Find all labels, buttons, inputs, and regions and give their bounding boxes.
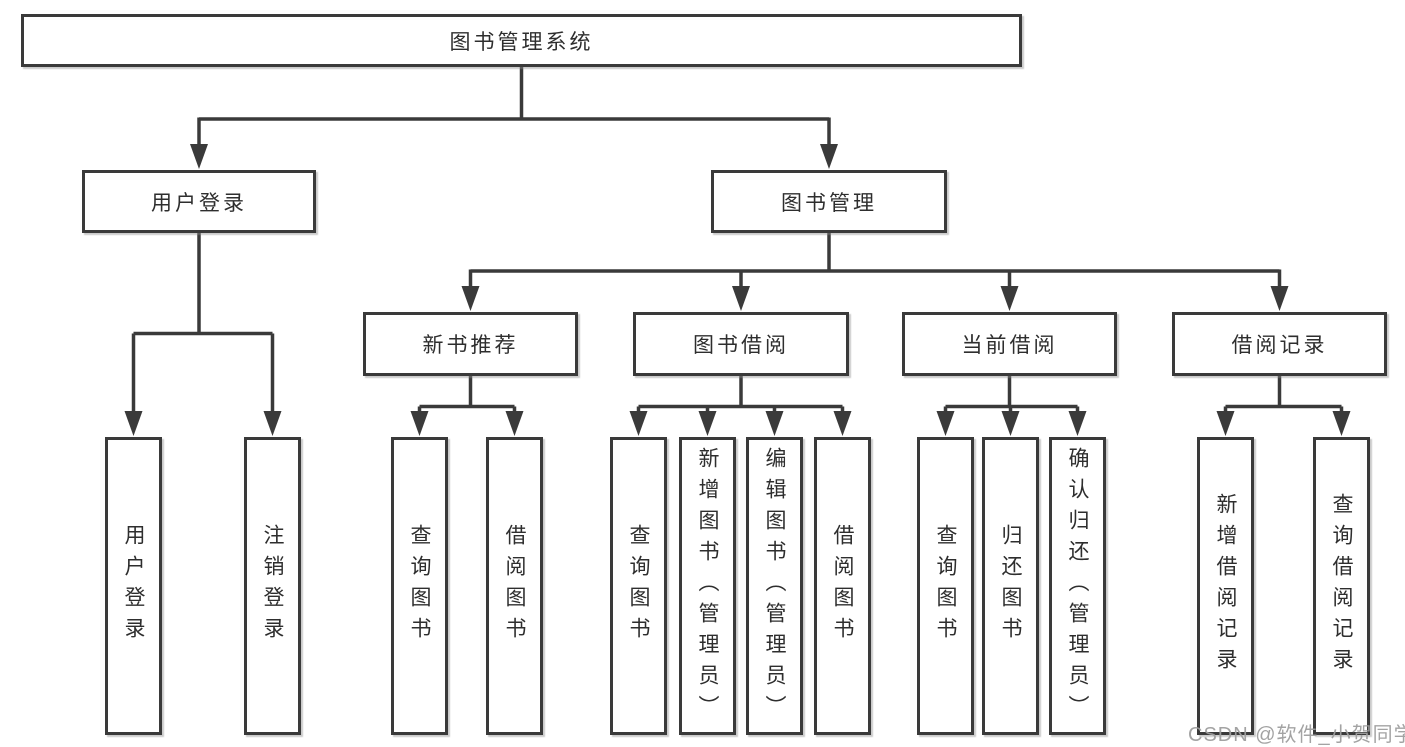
leaf-borrow-books-recommend: 借阅图书 [486,437,543,735]
leaf-query-books-current: 查询图书 [917,437,974,735]
connector-new-book-recommend-children [410,375,524,436]
arrow-down-icon [820,144,838,169]
leaf-query-books-recommend: 查询图书 [391,437,448,735]
connector-current-borrow-children [936,375,1087,436]
node-book-management: 图书管理 [711,170,947,233]
csdn-watermark: CSDN @软件_小贺同学 [1188,724,1405,746]
leaf-borrow-books: 借阅图书 [814,437,871,735]
arrow-down-icon [505,411,524,436]
leaf-return-book: 归还图书 [982,437,1039,735]
arrow-down-icon [1216,411,1235,436]
arrow-down-icon [698,411,717,436]
arrow-down-icon [1000,286,1019,311]
arrow-down-icon [936,411,955,436]
connector-user-login-children [124,232,282,436]
arrow-down-icon [124,411,143,436]
leaf-add-book-admin: 新增图书（管理员） [679,437,736,735]
connector-book-borrow-children [629,375,852,436]
node-book-borrow: 图书借阅 [633,312,849,376]
leaf-confirm-return-admin: 确认归还（管理员） [1049,437,1106,735]
arrow-down-icon [765,411,784,436]
arrow-down-icon [1068,411,1087,436]
arrow-down-icon [833,411,852,436]
leaf-query-books-borrow: 查询图书 [610,437,667,735]
leaf-query-borrow-record: 查询借阅记录 [1313,437,1370,735]
connector-borrow-records-children [1216,375,1351,436]
arrow-down-icon [263,411,282,436]
connector-book-management-to-level3 [461,232,1289,311]
leaf-logout: 注销登录 [244,437,301,735]
node-new-book-recommend: 新书推荐 [363,312,578,376]
arrow-down-icon [1001,411,1020,436]
leaf-edit-book-admin: 编辑图书（管理员） [746,437,803,735]
arrow-down-icon [461,286,480,311]
node-user-login: 用户登录 [82,170,316,233]
arrow-down-icon [629,411,648,436]
leaf-user-login: 用户登录 [105,437,162,735]
arrow-down-icon [1270,286,1289,311]
node-current-borrow: 当前借阅 [902,312,1117,376]
node-borrow-records: 借阅记录 [1172,312,1387,376]
arrow-down-icon [410,411,429,436]
connector-root-to-level2 [190,67,838,169]
arrow-down-icon [732,286,750,311]
arrow-down-icon [190,144,208,169]
arrow-down-icon [1332,411,1351,436]
leaf-add-borrow-record: 新增借阅记录 [1197,437,1254,735]
node-root-book-management-system: 图书管理系统 [21,14,1022,67]
